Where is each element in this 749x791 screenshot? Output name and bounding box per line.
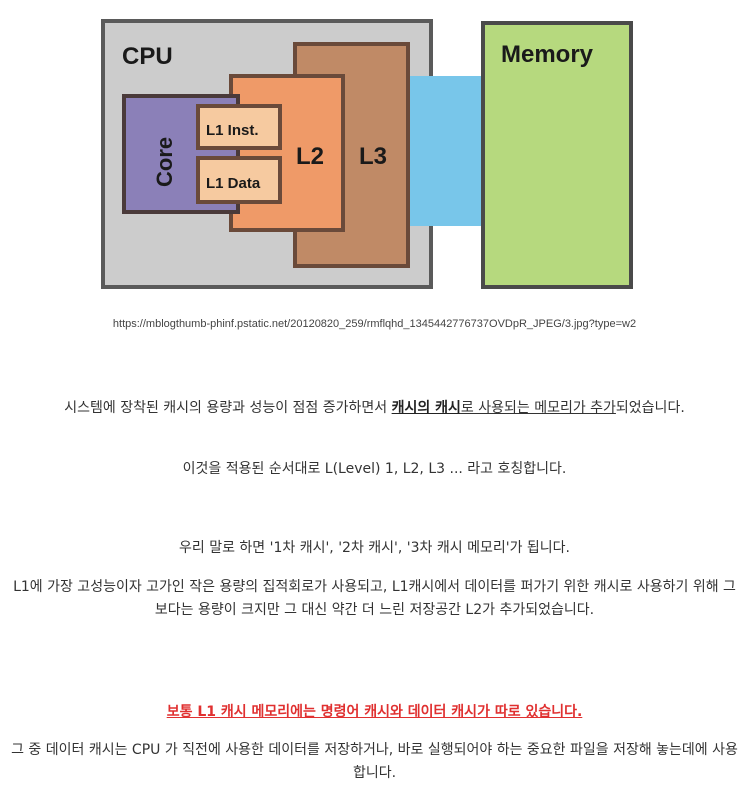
l2-box — [229, 74, 345, 232]
p5-highlight-text: 보통 L1 캐시 메모리에는 명령어 캐시와 데이터 캐시가 따로 있습니다. — [166, 704, 583, 720]
memory-box — [481, 21, 633, 289]
paragraph-l1-l2-description: L1에 가장 고성능이자 고가인 작은 용량의 집적회로가 사용되고, L1캐시… — [13, 579, 736, 618]
p1-text-before: 시스템에 장착된 캐시의 용량과 성능이 점점 증가하면서 — [64, 400, 392, 416]
memory-bus — [408, 76, 484, 226]
cache-hierarchy-diagram: CPU Memory Core L1 Inst. L1 Data L2 L3 — [100, 18, 636, 290]
paragraph-data-cache: 그 중 데이터 캐시는 CPU 가 직전에 사용한 데이터를 저장하거나, 바로… — [11, 742, 738, 781]
p1-bold-underline: 캐시의 캐시 — [391, 400, 461, 416]
l3-label: L3 — [359, 143, 387, 170]
l1-data-label: L1 Data — [206, 175, 261, 192]
paragraph-level-naming: 이것을 적용된 순서대로 L(Level) 1, L2, L3 ... 라고 호… — [182, 461, 567, 477]
paragraph-korean-terms: 우리 말로 하면 '1차 캐시', '2차 캐시', '3차 캐시 메모리'가 … — [178, 540, 571, 556]
cpu-label: CPU — [122, 43, 173, 70]
l1-inst-label: L1 Inst. — [206, 122, 259, 139]
core-label: Core — [152, 137, 177, 187]
p1-text-after: 되었습니다. — [615, 400, 685, 416]
image-source-caption: https://mblogthumb-phinf.pstatic.net/201… — [112, 318, 637, 330]
paragraph-cache-growth: 시스템에 장착된 캐시의 용량과 성능이 점점 증가하면서 캐시의 캐시로 사용… — [10, 397, 739, 420]
l1-data-box — [196, 156, 282, 204]
cache-diagram-svg: CPU Memory Core L1 Inst. L1 Data L2 L3 — [101, 19, 633, 289]
p1-underline: 로 사용되는 메모리가 추가 — [460, 400, 616, 416]
memory-label: Memory — [501, 41, 594, 68]
paragraph-l1-split-highlight: 보통 L1 캐시 메모리에는 명령어 캐시와 데이터 캐시가 따로 있습니다. — [10, 701, 739, 724]
l2-label: L2 — [296, 143, 324, 170]
l1-inst-box — [196, 104, 282, 150]
